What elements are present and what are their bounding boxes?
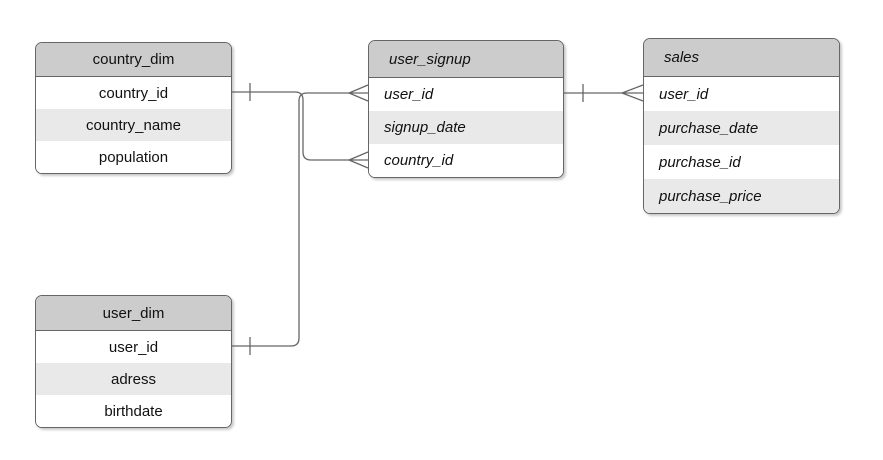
erd-table-user_dim: user_dim user_id adress birthdate [35,295,232,428]
field-birthdate: birthdate [36,395,231,427]
field-user_id: user_id [369,78,563,111]
relationship-line [232,91,349,161]
table-title: user_signup [369,41,563,78]
relationship-user_signup-sales [564,84,644,102]
relationship-user_dim-user_signup [232,84,369,355]
field-country_id: country_id [369,144,563,177]
field-purchase_date: purchase_date [644,111,839,145]
erd-table-sales: sales user_id purchase_date purchase_id … [643,38,840,214]
crow-foot-many-icon [620,84,644,102]
field-population: population [36,141,231,173]
table-title: user_dim [36,296,231,331]
erd-table-user_signup: user_signup user_id signup_date country_… [368,40,564,178]
erd-table-country_dim: country_dim country_id country_name popu… [35,42,232,174]
crow-foot-many-icon [347,84,369,102]
field-purchase_id: purchase_id [644,145,839,179]
relationship-country_dim-user_signup [232,83,369,169]
field-user_id: user_id [36,331,231,363]
table-title: sales [644,39,839,77]
field-purchase_price: purchase_price [644,179,839,213]
field-country_id: country_id [36,77,231,109]
field-country_name: country_name [36,109,231,141]
field-user_id: user_id [644,77,839,111]
field-signup_date: signup_date [369,111,563,144]
relationship-line [232,92,349,347]
crow-foot-many-icon [347,151,369,169]
field-adress: adress [36,363,231,395]
table-title: country_dim [36,43,231,77]
